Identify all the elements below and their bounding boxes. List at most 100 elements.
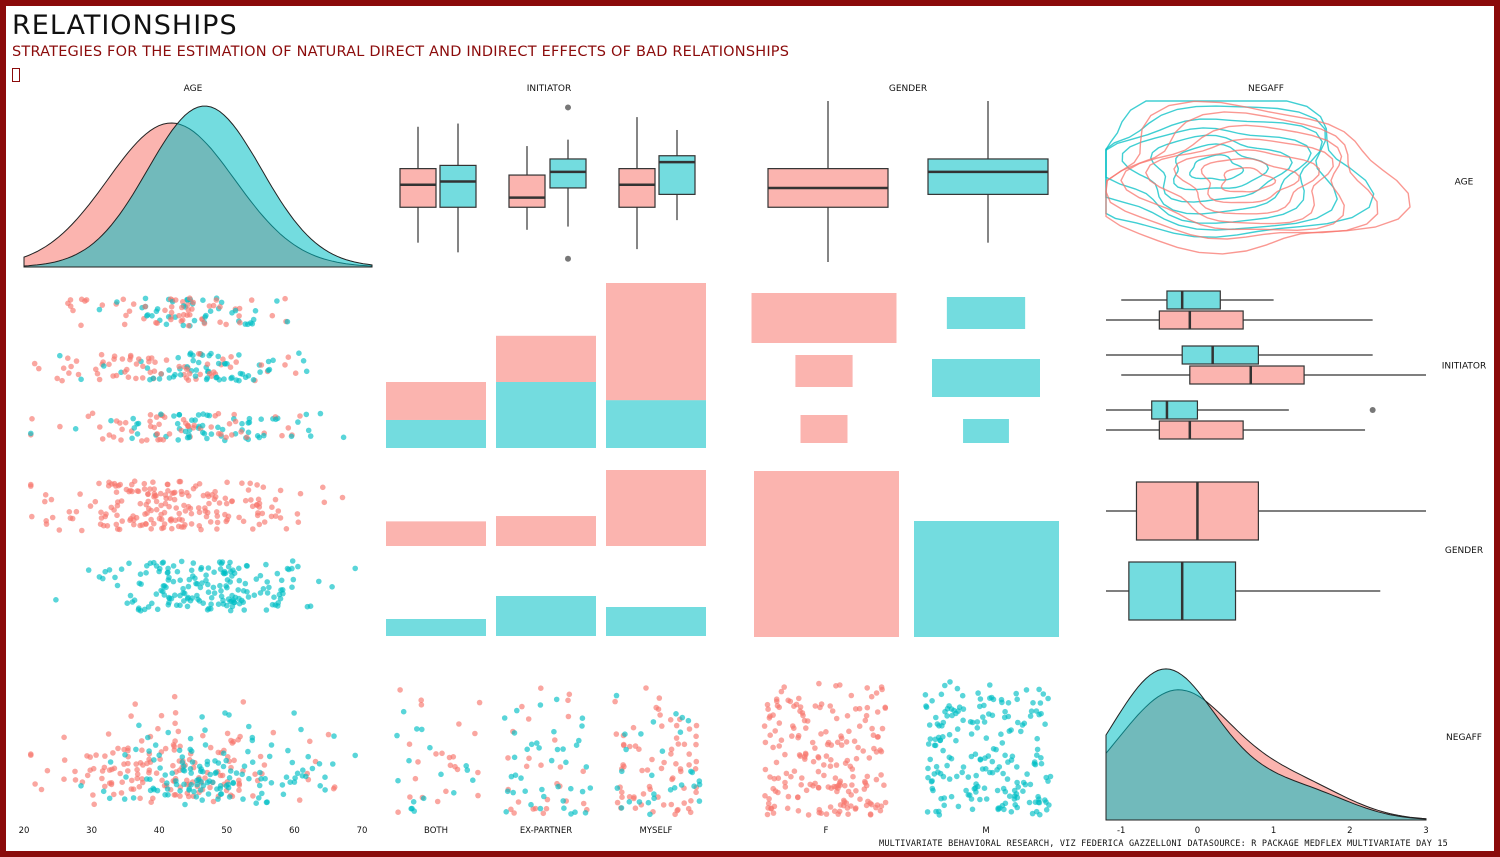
negaff-gender-point-F — [783, 770, 790, 777]
negaff-age-point — [140, 762, 146, 768]
negaff-gender-point-F — [803, 787, 810, 794]
negaff-gender-point-M — [1019, 722, 1026, 728]
initiator-age-point — [134, 431, 141, 437]
gender-age-point — [240, 518, 247, 525]
negaff-initiator-point — [561, 805, 567, 811]
gender-age-point — [188, 567, 195, 574]
negaff-age-point — [249, 734, 256, 741]
negaff-gender-point-F — [788, 773, 794, 780]
negaff-age-point — [224, 730, 231, 737]
negaff-age-point — [202, 727, 208, 733]
negaff-age-point — [179, 754, 186, 760]
negaff-initiator-point — [515, 799, 522, 805]
initiator-age-point — [123, 312, 129, 319]
initiator-age-point — [151, 368, 158, 375]
negaff-initiator-point — [522, 788, 528, 794]
negaff-initiator-point — [647, 786, 653, 793]
negaff-age-point — [270, 729, 277, 736]
negaff-gender-point-F — [869, 725, 875, 732]
negaff-gender-point-F — [772, 728, 778, 734]
negaff-gender-point-F — [862, 778, 868, 785]
negaff-gender-point-F — [832, 775, 839, 781]
age-box-ex-partner-M-box — [549, 158, 587, 189]
initiator-age-point — [117, 420, 123, 426]
negaff-gender-point-F — [879, 725, 886, 732]
negaff-age-point — [261, 762, 268, 768]
negaff-initiator-point — [524, 746, 530, 753]
negaff-initiator-point — [678, 782, 685, 788]
gender-age-point — [321, 499, 328, 506]
age-box-gender-M — [927, 101, 1049, 243]
negaff-gender-point-F — [827, 763, 834, 769]
negaff-gender-point-M — [927, 756, 933, 763]
gender-age-point — [184, 595, 191, 602]
negaff-gender-point-M — [1038, 760, 1045, 767]
negaff-initiator-point — [627, 743, 633, 750]
negaff-gender-point-M — [938, 795, 944, 802]
gi-bar-both-F — [386, 521, 486, 546]
negaff-gender-point-M — [1046, 802, 1052, 808]
negaff-gender-point-F — [791, 725, 797, 731]
negaff-gender-point-M — [1000, 770, 1006, 777]
negaff-age-point — [121, 796, 128, 802]
initiator-age-point — [185, 322, 192, 329]
negaff-age-point — [28, 752, 34, 758]
negaff-initiator-point — [427, 744, 433, 751]
negaff-gender-point-M — [1043, 807, 1050, 813]
tick-negaff--1: -1 — [1117, 826, 1125, 836]
negaff-gender-point-M — [994, 767, 1000, 773]
initiator-age-point — [57, 423, 63, 430]
negaff-age-point — [219, 772, 226, 779]
negaff-gender-point-M — [995, 805, 1001, 811]
negaff-gender-point-F — [867, 811, 874, 817]
negaff-gender-point-F — [775, 775, 782, 781]
gender-age-point — [151, 520, 157, 527]
gender-age-point — [42, 498, 48, 505]
gender-age-point — [284, 565, 291, 572]
tick-age-70: 70 — [357, 826, 368, 836]
negaff-age-point — [215, 796, 221, 802]
initiator-age-point — [94, 370, 101, 377]
negaff-box-both-M-box — [1166, 290, 1221, 310]
negaff-gender-point-M — [973, 789, 979, 795]
negaff-gender-point-M — [963, 787, 969, 794]
negaff-initiator-point — [541, 793, 547, 800]
negaff-age-point — [158, 712, 165, 719]
negaff-initiator-point — [579, 788, 586, 795]
initiator-age-point — [239, 420, 245, 427]
negaff-gender-point-F — [881, 782, 887, 788]
negaff-gender-point-M — [1042, 797, 1048, 803]
gender-age-point — [137, 608, 144, 614]
initiator-age-point — [65, 355, 71, 362]
negaff-age-point — [175, 728, 182, 735]
negaff-age-point — [200, 782, 207, 789]
negaff-initiator-point — [418, 702, 425, 708]
initiator-age-point — [60, 365, 67, 372]
gi-bar-ex-partner-F — [496, 516, 596, 546]
negaff-gender-point-M — [985, 753, 992, 759]
negaff-age-point — [105, 731, 112, 737]
initiator-age-point — [204, 375, 211, 381]
negaff-initiator-point — [580, 768, 586, 775]
negaff-age-point — [109, 766, 115, 773]
initiator-age-point — [160, 437, 167, 443]
gender-age-point — [118, 566, 125, 572]
bar-both-M — [386, 419, 486, 448]
negaff-initiator-point — [667, 717, 674, 723]
negaff-gender-point-F — [878, 684, 885, 690]
negaff-age-point — [181, 763, 187, 769]
negaff-gender-point-F — [856, 723, 863, 729]
negaff-gender-point-M — [998, 731, 1004, 737]
negaff-age-point — [307, 738, 313, 745]
negaff-age-point — [157, 765, 163, 771]
initiator-age-point — [199, 422, 206, 429]
negaff-initiator-point — [639, 767, 645, 774]
initiator-age-point — [176, 411, 183, 418]
initiator-age-point — [114, 299, 120, 305]
gender-age-point — [157, 565, 163, 572]
gender-age-point — [271, 594, 277, 600]
age-box-myself-F-box — [618, 168, 656, 208]
negaff-age-point — [291, 779, 298, 785]
negaff-age-point — [309, 765, 316, 772]
initiator-age-point — [227, 364, 234, 371]
